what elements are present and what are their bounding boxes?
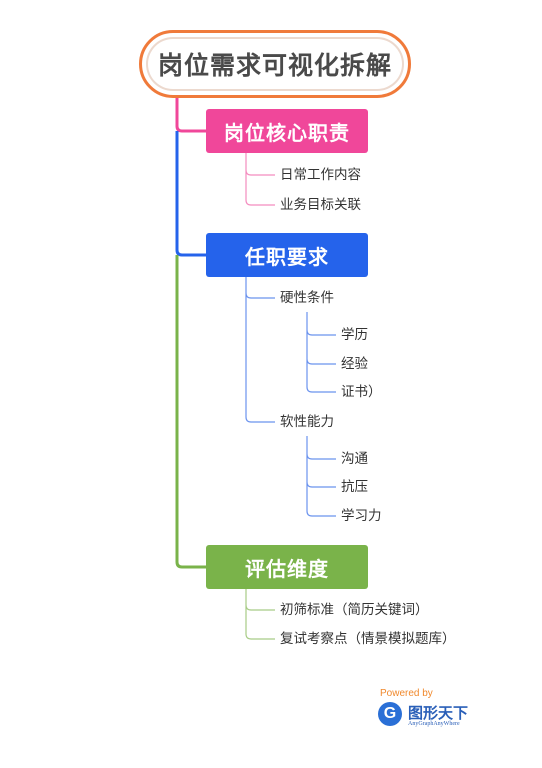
connector-b2-hard: [306, 312, 336, 393]
connector-b1: [245, 153, 275, 206]
leaf-learning[interactable]: 学习力: [341, 508, 382, 524]
connector-b2-soft: [306, 436, 336, 517]
branch-core-duties[interactable]: 岗位核心职责: [206, 109, 368, 153]
leaf-education[interactable]: 学历: [341, 327, 368, 343]
connector-b3: [245, 589, 275, 640]
leaf-experience[interactable]: 经验: [341, 356, 368, 372]
g-logo-icon: G: [378, 702, 402, 726]
leaf-hard-conditions[interactable]: 硬性条件: [280, 290, 334, 306]
leaf-stress-resistance[interactable]: 抗压: [341, 479, 368, 495]
brand-name: 图形天下: [408, 704, 469, 722]
leaf-certificate[interactable]: 证书）: [341, 384, 382, 400]
root-node[interactable]: 岗位需求可视化拆解: [139, 30, 411, 98]
trunk-pink: [175, 98, 206, 133]
trunk-green: [175, 255, 206, 569]
branch-evaluation[interactable]: 评估维度: [206, 545, 368, 589]
branch-requirements[interactable]: 任职要求: [206, 233, 368, 277]
connector-b2: [245, 277, 275, 423]
trunk-blue: [175, 131, 206, 257]
leaf-communication[interactable]: 沟通: [341, 451, 368, 467]
powered-by-label: Powered by: [380, 688, 433, 699]
leaf-daily-work[interactable]: 日常工作内容: [280, 167, 361, 183]
leaf-interview[interactable]: 复试考察点（情景模拟题库）: [280, 631, 456, 647]
leaf-soft-skills[interactable]: 软性能力: [280, 414, 334, 430]
leaf-screening[interactable]: 初筛标准（简历关键词）: [280, 602, 429, 618]
leaf-business-goal[interactable]: 业务目标关联: [280, 197, 361, 213]
brand-watermark: Powered by G 图形天下 AnyGraphAnyWhere: [378, 688, 488, 732]
brand-tagline: AnyGraphAnyWhere: [408, 721, 460, 727]
